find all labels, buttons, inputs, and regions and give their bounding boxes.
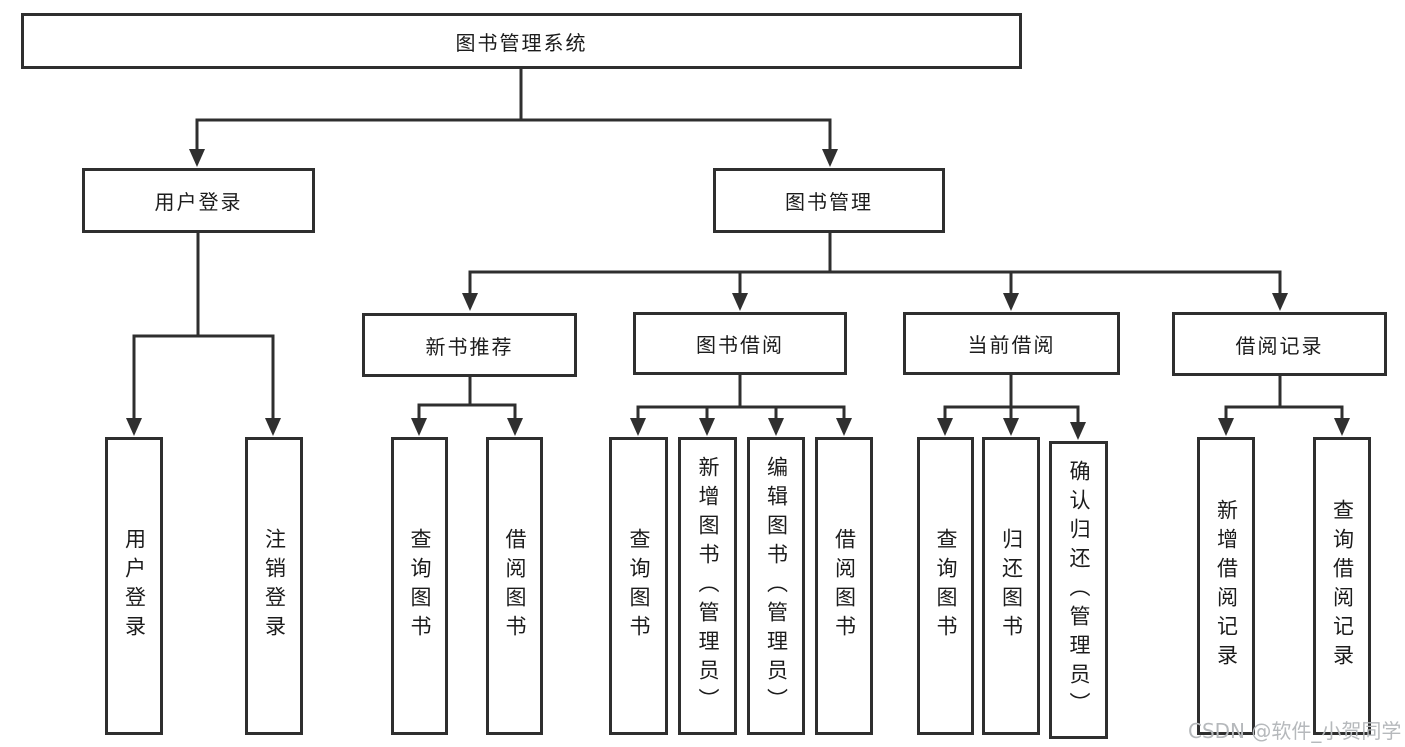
leaf-user-login-label: 用户登录 (122, 528, 147, 644)
node-root: 图书管理系统 (21, 13, 1022, 69)
leaf-return-books-label: 归还图书 (999, 528, 1024, 644)
connector-book-borrow-to-leaves (630, 375, 852, 436)
connector-root-to-level2 (189, 67, 838, 167)
leaf-return-books: 归还图书 (982, 437, 1040, 735)
connector-user-login-to-leaves (126, 233, 281, 436)
node-new-book-recommend-label: 新书推荐 (425, 334, 514, 359)
leaf-add-borrow-record-label: 新增借阅记录 (1214, 499, 1239, 673)
leaf-edit-books-admin: 编辑图书（管理员） (747, 437, 805, 735)
watermark: CSDN @软件_小贺同学 (1188, 719, 1402, 743)
node-book-borrow-label: 图书借阅 (696, 333, 784, 357)
leaf-query-borrow-record-label: 查询借阅记录 (1330, 499, 1355, 673)
leaf-logout: 注销登录 (245, 437, 303, 735)
leaf-newbook-query-books: 查询图书 (391, 437, 448, 735)
connector-current-borrow-to-leaves (937, 375, 1086, 440)
leaf-borrow-query-books-label: 查询图书 (627, 528, 651, 644)
node-current-borrow-label: 当前借阅 (967, 333, 1056, 357)
leaf-current-query-books-label: 查询图书 (934, 528, 958, 644)
leaf-newbook-borrow-books: 借阅图书 (486, 437, 543, 735)
node-borrow-record-label: 借阅记录 (1235, 333, 1324, 358)
leaf-add-borrow-record: 新增借阅记录 (1197, 437, 1255, 735)
leaf-user-login: 用户登录 (105, 437, 163, 735)
leaf-newbook-query-books-label: 查询图书 (408, 528, 432, 644)
node-book-management-label: 图书管理 (785, 190, 873, 214)
leaf-confirm-return-admin: 确认归还（管理员） (1049, 441, 1108, 739)
leaf-confirm-return-admin-label: 确认归还（管理员） (1067, 459, 1091, 721)
leaf-borrow-books: 借阅图书 (815, 437, 873, 735)
leaf-newbook-borrow-books-label: 借阅图书 (503, 528, 527, 644)
node-borrow-record: 借阅记录 (1172, 312, 1387, 376)
leaf-borrow-query-books: 查询图书 (609, 437, 668, 735)
node-current-borrow: 当前借阅 (903, 312, 1120, 375)
connector-new-book-to-leaves (411, 377, 523, 436)
connector-book-management-to-level3 (462, 233, 1288, 311)
leaf-borrow-books-label: 借阅图书 (832, 528, 857, 644)
node-book-borrow: 图书借阅 (633, 312, 847, 375)
leaf-edit-books-admin-label: 编辑图书（管理员） (764, 455, 789, 717)
node-user-login: 用户登录 (82, 168, 315, 233)
connector-borrow-record-to-leaves (1218, 376, 1350, 436)
leaf-query-borrow-record: 查询借阅记录 (1313, 437, 1371, 735)
node-book-management: 图书管理 (713, 168, 945, 233)
leaf-logout-label: 注销登录 (262, 528, 287, 644)
node-user-login-label: 用户登录 (154, 190, 243, 214)
node-new-book-recommend: 新书推荐 (362, 313, 577, 377)
node-root-label: 图书管理系统 (455, 30, 588, 55)
leaf-add-books-admin-label: 新增图书（管理员） (696, 455, 720, 717)
leaf-current-query-books: 查询图书 (917, 437, 974, 735)
leaf-add-books-admin: 新增图书（管理员） (678, 437, 737, 735)
